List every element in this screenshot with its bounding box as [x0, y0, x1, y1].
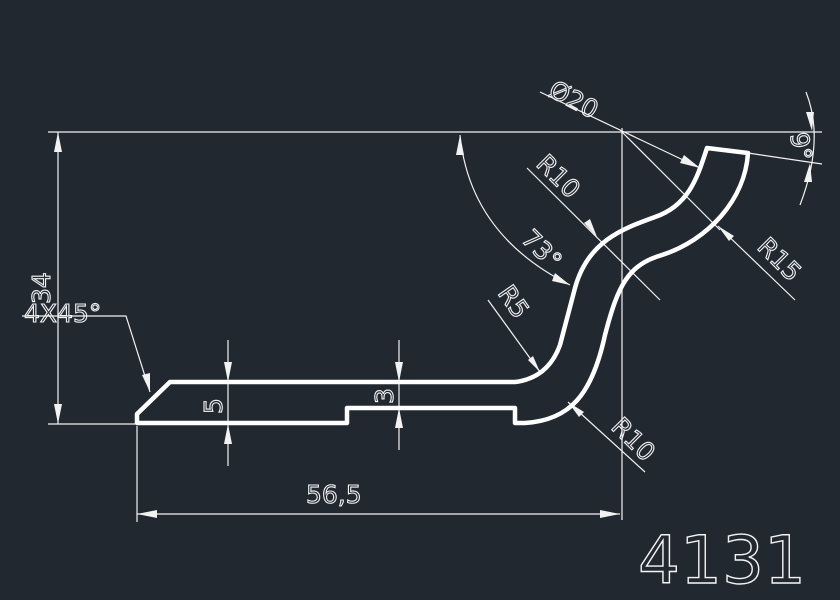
dim-thickness-step: 3 — [370, 388, 399, 404]
dim-width: 56,5 — [306, 480, 362, 509]
dim-radius-r15: R15 — [752, 232, 807, 287]
part-number: 4131 — [638, 522, 806, 599]
dim-angle-9: 9° — [784, 130, 817, 163]
dim-diameter: Ø20 — [544, 75, 603, 125]
dim-thickness-left: 5 — [199, 398, 228, 414]
dim-height: 34 — [27, 272, 56, 304]
dim-radius-r10-top: R10 — [531, 149, 586, 204]
dimension-lines — [22, 91, 823, 522]
dim-chamfer: 4X45° — [24, 299, 101, 328]
profile-outline — [134, 145, 751, 426]
dim-radius-r10-bottom: R10 — [606, 412, 661, 467]
dim-angle-73: 73° — [516, 224, 568, 276]
dim-radius-r5: R5 — [492, 280, 535, 324]
